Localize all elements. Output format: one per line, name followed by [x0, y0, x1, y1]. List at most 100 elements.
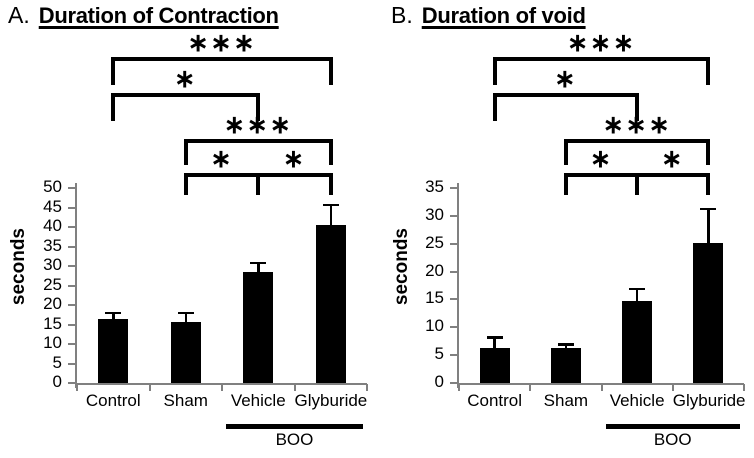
significance-bracket: ∗ — [492, 67, 640, 121]
panel-a-title-row: A. Duration of Contraction — [8, 2, 279, 29]
bar-sham — [170, 321, 201, 383]
panel-a-boo-bracket-line — [226, 424, 363, 429]
y-tick: 15 — [43, 315, 75, 332]
error-cap-vehicle — [629, 287, 646, 291]
bracket-right-tick — [328, 57, 333, 85]
y-tick-label: 10 — [43, 333, 62, 353]
x-label-control: Control — [467, 391, 523, 410]
x-label-sham: Sham — [163, 391, 208, 410]
bracket-right-tick — [706, 173, 711, 195]
error-cap-glyburide — [700, 207, 717, 211]
x-label-vehicle: Vehicle — [230, 391, 286, 410]
y-tick: 15 — [425, 290, 457, 307]
y-tick: 5 — [53, 354, 75, 371]
bracket-right-tick — [328, 173, 333, 195]
bracket-left-tick — [635, 173, 640, 195]
bar-glyburide — [315, 225, 346, 383]
y-tick: 10 — [425, 317, 457, 334]
x-tick — [366, 384, 368, 391]
y-tick: 0 — [53, 373, 75, 390]
y-tick: 30 — [43, 256, 75, 273]
error-cap-vehicle — [250, 261, 267, 265]
bar-control — [98, 319, 129, 383]
significance-stars: ∗ — [590, 145, 613, 173]
bracket-top-line — [183, 173, 261, 177]
bracket-left-tick — [492, 57, 497, 85]
bracket-left-tick — [183, 173, 188, 195]
x-label-vehicle: Vehicle — [609, 391, 665, 410]
x-tick — [529, 384, 532, 391]
x-tick — [600, 384, 603, 391]
bracket-top-line — [635, 173, 711, 177]
y-tick-label: 15 — [425, 288, 444, 308]
x-tick — [458, 384, 460, 391]
y-tick: 5 — [435, 345, 457, 362]
significance-stars: ∗∗∗ — [602, 111, 672, 139]
error-cap-control — [105, 311, 122, 315]
error-bar-vehicle — [257, 262, 260, 272]
error-cap-sham — [177, 311, 194, 315]
error-bar-control — [112, 313, 115, 320]
y-tick-label: 50 — [43, 177, 62, 197]
x-tick — [221, 384, 223, 391]
y-tick: 20 — [425, 262, 457, 279]
y-tick-label: 5 — [52, 352, 62, 372]
x-label-control: Control — [85, 391, 141, 410]
y-tick-label: 5 — [434, 344, 444, 364]
bracket-top-line — [256, 173, 333, 177]
error-bar-glyburide — [329, 204, 332, 226]
significance-stars: ∗ — [174, 65, 198, 93]
x-label-glyburide: Glyburide — [294, 391, 368, 410]
panel-b-y-axis-label: seconds — [391, 228, 412, 306]
bar-vehicle — [243, 271, 274, 383]
y-tick: 40 — [43, 217, 75, 234]
y-tick: 25 — [425, 234, 457, 251]
bar-vehicle — [622, 300, 653, 383]
bracket-top-line — [111, 93, 261, 97]
x-tick — [148, 384, 151, 391]
bar-glyburide — [693, 242, 724, 383]
panel-b-title: Duration of void — [421, 3, 586, 28]
panel-a-title: Duration of Contraction — [38, 3, 279, 28]
y-tick-label: 35 — [43, 235, 62, 255]
panel-a-boo-label: BOO — [275, 430, 314, 449]
bracket-top-line — [492, 93, 640, 97]
panel-a-y-axis-line — [75, 183, 77, 388]
y-tick-label: 15 — [43, 313, 62, 333]
y-tick: 25 — [43, 276, 75, 293]
significance-bracket: ∗ — [563, 147, 640, 195]
bracket-top-line — [492, 57, 711, 61]
y-tick-label: 0 — [434, 372, 444, 392]
significance-stars: ∗∗∗ — [567, 29, 636, 57]
significance-bracket: ∗ — [635, 147, 711, 195]
significance-bracket: ∗ — [183, 147, 261, 195]
x-label-glyburide: Glyburide — [672, 391, 746, 410]
bracket-top-line — [183, 139, 333, 143]
y-tick-label: 20 — [43, 294, 62, 314]
bracket-right-tick — [256, 93, 261, 121]
y-tick: 20 — [43, 295, 75, 312]
y-tick-label: 30 — [425, 205, 444, 225]
bracket-top-line — [111, 57, 333, 61]
y-tick-label: 25 — [425, 232, 444, 252]
y-tick-label: 20 — [425, 260, 444, 280]
y-tick: 45 — [43, 198, 75, 215]
error-cap-glyburide — [322, 203, 339, 207]
panel-b-letter: B. — [391, 2, 413, 28]
bracket-right-tick — [706, 57, 711, 85]
significance-stars: ∗∗∗ — [187, 29, 257, 57]
y-tick-label: 30 — [43, 255, 62, 275]
error-bar-control — [493, 337, 496, 348]
bar-sham — [550, 347, 581, 383]
significance-bracket: ∗ — [111, 67, 261, 121]
y-tick: 50 — [43, 178, 75, 195]
error-bar-sham — [564, 344, 568, 348]
x-label-sham: Sham — [543, 391, 589, 410]
x-tick — [671, 384, 674, 391]
y-tick-label: 10 — [425, 316, 444, 336]
x-tick — [76, 384, 78, 391]
panel-b-y-axis-line — [457, 183, 459, 388]
